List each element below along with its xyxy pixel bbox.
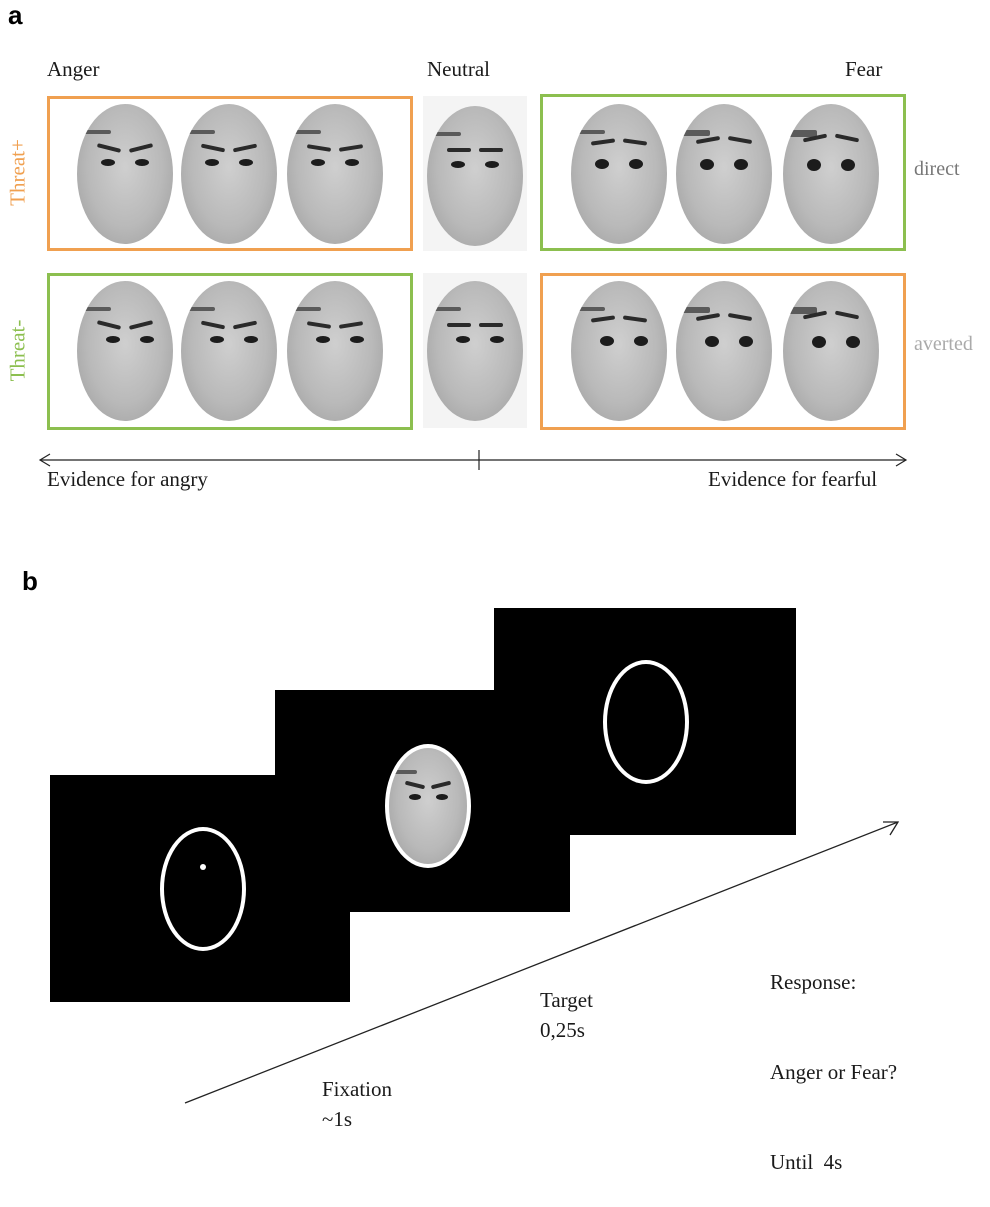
column-label-neutral: Neutral <box>427 57 490 81</box>
panel-b-letter: b <box>22 566 38 596</box>
response-step-duration: Until 4s <box>770 1150 843 1174</box>
neutral-face-averted <box>427 281 523 421</box>
axis-label-fearful: Evidence for fearful <box>708 467 878 491</box>
anger-direct-box <box>47 96 413 251</box>
response-step-question: Anger or Fear? <box>770 1060 898 1084</box>
fixation-frame-oval <box>160 827 246 951</box>
angry-face-averted-2 <box>181 281 277 421</box>
column-label-anger: Anger <box>47 57 100 81</box>
fixation-label: Fixation ~1s <box>322 1074 392 1134</box>
fixation-step-name: Fixation <box>322 1077 393 1101</box>
target-angry-face <box>389 748 467 864</box>
gaze-label-averted: averted <box>914 333 973 355</box>
time-arrow <box>184 821 900 1104</box>
fear-direct-box <box>540 94 906 251</box>
fear-averted-box <box>540 273 906 430</box>
fixation-dot <box>200 864 206 870</box>
fearful-face-averted-2 <box>676 281 772 421</box>
fearful-face-averted-1 <box>571 281 667 421</box>
panel-a-letter: a <box>8 0 23 30</box>
anger-averted-box <box>47 273 413 430</box>
fixation-step-duration: ~1s <box>322 1107 353 1131</box>
column-label-fear: Fear <box>845 57 883 81</box>
axis-label-angry: Evidence for angry <box>47 467 208 491</box>
target-step-duration: 0,25s <box>540 1018 585 1042</box>
response-step-name: Response: <box>770 970 857 994</box>
evidence-axis <box>38 450 908 470</box>
response-frame-oval <box>603 660 689 784</box>
fearful-face-direct-3 <box>783 104 879 244</box>
fixation-screen <box>50 775 350 1002</box>
angry-face-averted-1 <box>77 281 173 421</box>
fearful-face-averted-3 <box>783 281 879 421</box>
target-step-name: Target <box>540 988 593 1012</box>
neutral-face-direct <box>427 106 523 246</box>
fearful-face-direct-1 <box>571 104 667 244</box>
target-label: Target 0,25s <box>540 985 593 1045</box>
response-label: Response: Anger or Fear? Until 4s <box>770 907 897 1207</box>
fearful-face-direct-2 <box>676 104 772 244</box>
gaze-label-direct: direct <box>914 158 960 180</box>
